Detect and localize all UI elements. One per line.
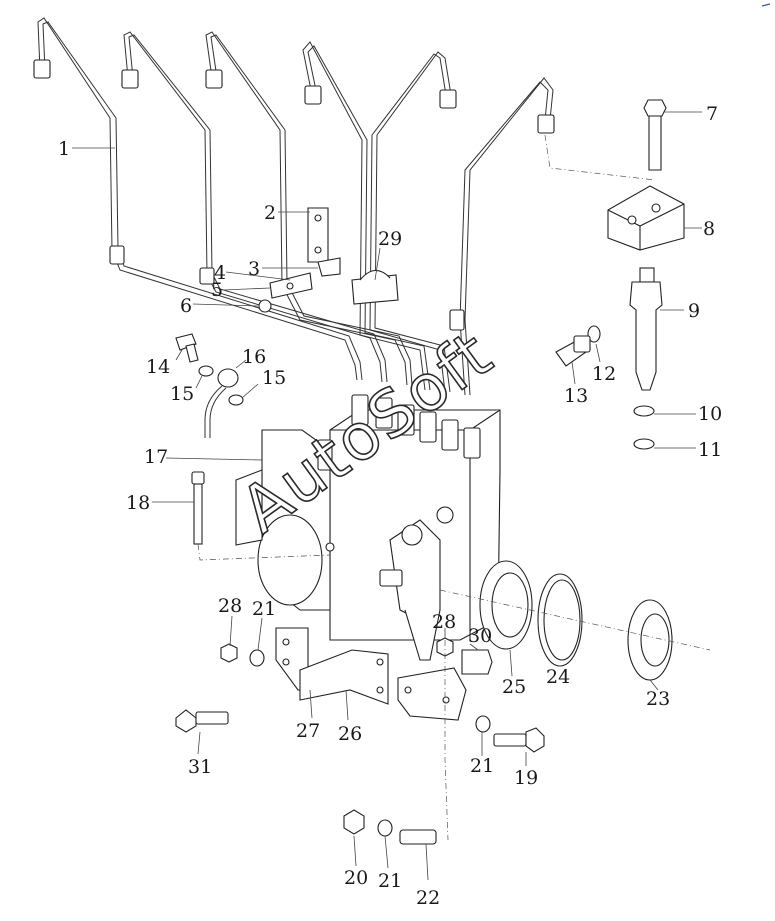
callout-28b: 28 — [432, 611, 456, 633]
callout-25: 25 — [502, 676, 526, 698]
callout-7: 7 — [706, 103, 718, 125]
callout-2: 2 — [264, 202, 276, 224]
return-line — [175, 333, 244, 438]
callout-17: 17 — [144, 446, 168, 468]
callout-21a: 21 — [252, 598, 276, 620]
callout-15b: 15 — [262, 367, 286, 389]
callout-10: 10 — [698, 403, 722, 425]
injector-assembly — [544, 99, 685, 450]
callout-5: 5 — [211, 279, 223, 301]
callout-11: 11 — [698, 439, 722, 461]
callout-23: 23 — [646, 688, 670, 710]
callout-31: 31 — [188, 756, 212, 778]
leader-lines — [72, 111, 702, 881]
callout-22: 22 — [416, 887, 440, 909]
injection-pump-body — [235, 394, 501, 661]
callout-3: 3 — [248, 258, 260, 280]
callout-6: 6 — [180, 295, 192, 317]
callout-19: 19 — [514, 767, 538, 789]
callout-14: 14 — [146, 356, 170, 378]
callout-18: 18 — [126, 492, 150, 514]
callout-26: 26 — [338, 723, 362, 745]
callout-8: 8 — [703, 218, 715, 240]
mounting-brackets — [175, 627, 545, 845]
callout-27: 27 — [296, 720, 320, 742]
long-bolt — [191, 471, 331, 561]
callout-21c: 21 — [378, 870, 402, 892]
callout-15a: 15 — [170, 383, 194, 405]
callout-16: 16 — [242, 346, 266, 368]
callout-20: 20 — [344, 867, 368, 889]
corner-mark — [761, 3, 771, 7]
callout-28a: 28 — [218, 595, 242, 617]
callout-1: 1 — [58, 138, 70, 160]
callout-13: 13 — [564, 385, 588, 407]
callout-9: 9 — [688, 300, 700, 322]
drive-parts — [439, 560, 711, 681]
callout-labels: 1 2 3 4 5 6 7 8 9 10 11 12 13 14 15 15 1… — [58, 103, 722, 909]
callout-12: 12 — [592, 363, 616, 385]
callout-21b: 21 — [470, 755, 494, 777]
callout-30: 30 — [468, 625, 492, 647]
callout-4: 4 — [214, 262, 226, 284]
callout-24: 24 — [546, 666, 570, 688]
pipe-clamps — [258, 207, 399, 313]
callout-29: 29 — [378, 228, 402, 250]
